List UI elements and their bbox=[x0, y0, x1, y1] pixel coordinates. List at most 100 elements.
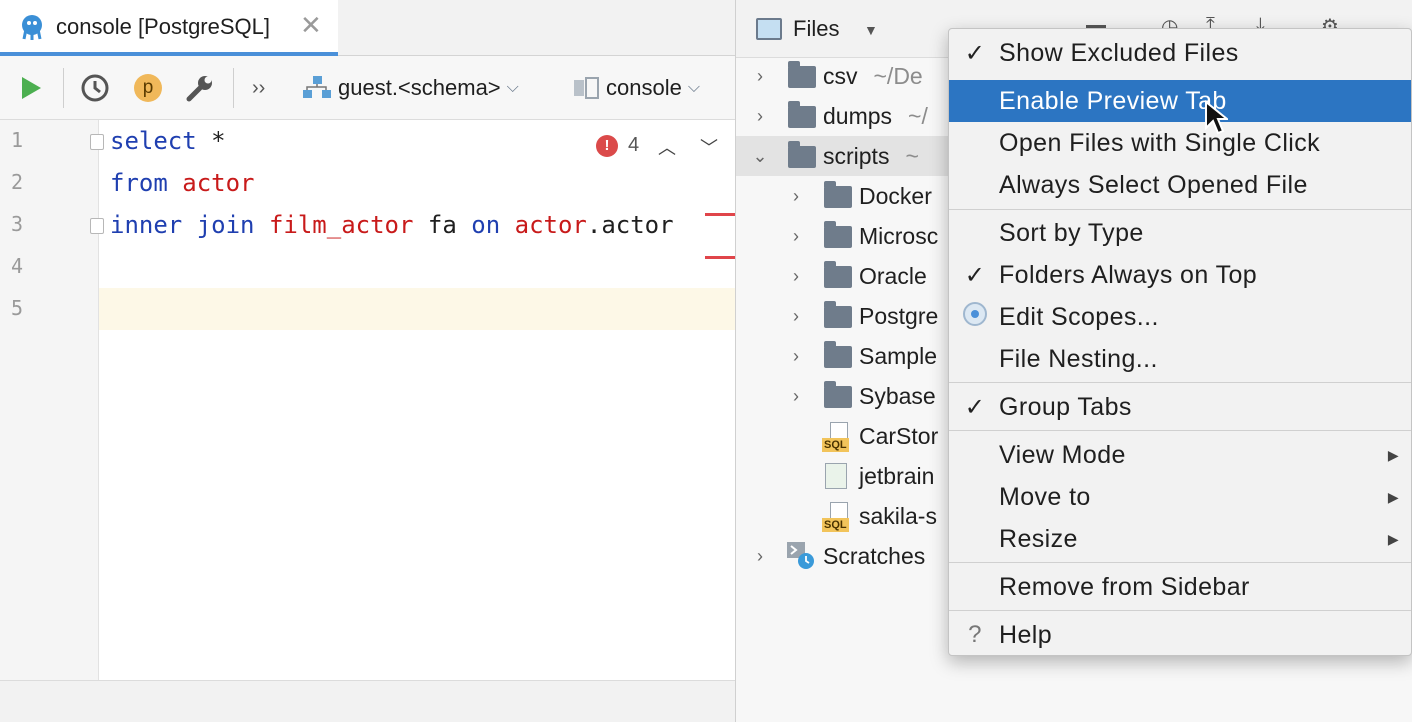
tree-item-label: csv bbox=[823, 62, 858, 89]
menu-item-label: Help bbox=[999, 620, 1053, 649]
editor-tab-strip: console [PostgreSQL] ✕ bbox=[0, 0, 735, 56]
submenu-arrow-icon: ▶ bbox=[1387, 488, 1399, 505]
tree-item-microsoft[interactable]: › Microsc bbox=[736, 216, 1412, 256]
tree-item-docker[interactable]: › Docker bbox=[736, 176, 1412, 216]
menu-separator bbox=[949, 382, 1411, 383]
folder-icon bbox=[824, 341, 852, 368]
schema-label: guest.<schema> bbox=[338, 75, 501, 100]
menu-item-label: Show Excluded Files bbox=[999, 38, 1239, 67]
menu-item-show-excluded-files[interactable]: ✓ Show Excluded Files bbox=[949, 32, 1411, 74]
folder-icon bbox=[824, 181, 852, 208]
scopes-radio-icon bbox=[961, 301, 989, 333]
chevron-down-icon[interactable]: ⌄ bbox=[752, 145, 768, 166]
tree-item-label: jetbrain bbox=[859, 462, 935, 489]
chevron-right-icon[interactable]: › bbox=[793, 225, 799, 246]
code-line-2: from actor bbox=[110, 169, 255, 197]
menu-item-remove-from-sidebar[interactable]: Remove from Sidebar bbox=[949, 566, 1411, 608]
tree-item-label: Sybase bbox=[859, 382, 936, 409]
error-icon: ! bbox=[596, 134, 618, 157]
checkmark-icon: ✓ bbox=[964, 261, 986, 289]
chevron-right-icon[interactable]: › bbox=[793, 305, 799, 326]
submenu-arrow-icon: ▶ bbox=[1387, 446, 1399, 463]
files-title[interactable]: Files bbox=[793, 16, 840, 41]
mouse-pointer-icon bbox=[1205, 100, 1228, 135]
tree-item-label: Scratches bbox=[823, 542, 926, 569]
tree-item-jetbrains[interactable]: jetbrain bbox=[736, 456, 1412, 496]
menu-item-edit-scopes[interactable]: Edit Scopes... bbox=[949, 296, 1411, 338]
menu-item-label: Resize bbox=[999, 524, 1078, 553]
collapse-all-icon[interactable]: ⤒ bbox=[1206, 14, 1215, 36]
tree-item-sybase[interactable]: › Sybase bbox=[736, 376, 1412, 416]
tree-item-scratches[interactable]: › Scratches bbox=[736, 536, 1412, 576]
menu-item-help[interactable]: ? Help bbox=[949, 614, 1411, 656]
sql-file-icon: SQL bbox=[822, 422, 852, 452]
error-underline bbox=[705, 256, 735, 259]
tree-item-label: Docker bbox=[859, 182, 932, 209]
chevron-right-icon[interactable]: › bbox=[793, 185, 799, 206]
wrench-icon[interactable] bbox=[185, 68, 217, 108]
tab-console-postgresql[interactable]: console [PostgreSQL] ✕ bbox=[0, 0, 338, 56]
chevron-right-icon[interactable]: › bbox=[793, 385, 799, 406]
inspection-widget[interactable]: ! 4 bbox=[596, 134, 639, 157]
chevron-down-icon[interactable]: ▼ bbox=[864, 22, 878, 38]
console-selector[interactable]: console ⌵ bbox=[572, 68, 732, 108]
tree-item-label: sakila-s bbox=[859, 502, 937, 529]
toolbar-divider bbox=[63, 68, 64, 108]
code-area[interactable]: select * from actor inner join film_acto… bbox=[110, 120, 735, 680]
more-actions-icon[interactable]: ›› bbox=[252, 76, 266, 99]
menu-item-sort-by-type[interactable]: Sort by Type bbox=[949, 212, 1411, 254]
menu-separator bbox=[949, 209, 1411, 210]
menu-item-file-nesting[interactable]: File Nesting... bbox=[949, 338, 1411, 380]
expand-all-icon[interactable]: ⤓ bbox=[1256, 14, 1265, 36]
tree-item-sample[interactable]: › Sample bbox=[736, 336, 1412, 376]
tree-item-oracle[interactable]: › Oracle bbox=[736, 256, 1412, 296]
chevron-down-icon: ⌵ bbox=[506, 79, 519, 96]
menu-separator bbox=[949, 430, 1411, 431]
run-icon[interactable] bbox=[18, 68, 48, 108]
console-icon bbox=[574, 77, 599, 99]
menu-item-resize[interactable]: Resize ▶ bbox=[949, 518, 1411, 560]
tab-title: console [PostgreSQL] bbox=[56, 14, 271, 39]
scratches-icon bbox=[787, 542, 814, 569]
menu-item-open-files-single-click[interactable]: Open Files with Single Click bbox=[949, 122, 1411, 164]
folder-icon bbox=[824, 221, 852, 248]
fold-marker-icon[interactable] bbox=[90, 134, 104, 150]
folder-icon bbox=[788, 141, 816, 168]
transaction-mode-badge[interactable]: p bbox=[134, 68, 164, 108]
menu-item-always-select-opened-file[interactable]: Always Select Opened File bbox=[949, 164, 1411, 206]
menu-item-label: Enable Preview Tab bbox=[999, 86, 1227, 115]
tree-item-label: Postgre bbox=[859, 302, 939, 329]
submenu-arrow-icon: ▶ bbox=[1387, 530, 1399, 547]
schema-selector[interactable]: guest.<schema> ⌵ bbox=[302, 68, 542, 108]
menu-item-enable-preview-tab[interactable]: Enable Preview Tab bbox=[949, 80, 1411, 122]
menu-item-group-tabs[interactable]: ✓ Group Tabs bbox=[949, 386, 1411, 428]
menu-item-move-to[interactable]: Move to ▶ bbox=[949, 476, 1411, 518]
tree-item-csv[interactable]: › csv ~/De bbox=[736, 56, 1412, 96]
schema-icon bbox=[303, 76, 331, 98]
sql-editor: console [PostgreSQL] ✕ p ›› guest.<schem… bbox=[0, 0, 735, 722]
tree-item-carstore[interactable]: SQL CarStor bbox=[736, 416, 1412, 456]
menu-item-folders-always-on-top[interactable]: ✓ Folders Always on Top bbox=[949, 254, 1411, 296]
menu-item-view-mode[interactable]: View Mode ▶ bbox=[949, 434, 1411, 476]
tree-item-postgres[interactable]: › Postgre bbox=[736, 296, 1412, 336]
previous-error-icon[interactable]: ︿ bbox=[658, 138, 676, 158]
next-error-icon[interactable]: ﹀ bbox=[700, 138, 718, 158]
chevron-right-icon[interactable]: › bbox=[757, 105, 763, 126]
close-tab-icon[interactable]: ✕ bbox=[300, 10, 322, 40]
error-count: 4 bbox=[628, 134, 640, 156]
chevron-right-icon[interactable]: › bbox=[793, 265, 799, 286]
menu-item-label: Sort by Type bbox=[999, 218, 1144, 247]
tree-item-path: ~/De bbox=[873, 62, 923, 89]
history-icon[interactable] bbox=[80, 68, 112, 108]
files-view-icon bbox=[756, 18, 782, 40]
tree-item-dumps[interactable]: › dumps~/ bbox=[736, 96, 1412, 136]
chevron-right-icon[interactable]: › bbox=[793, 345, 799, 366]
tree-item-sakila[interactable]: SQL sakila-s bbox=[736, 496, 1412, 536]
fold-marker-icon[interactable] bbox=[90, 218, 104, 234]
sql-file-icon: SQL bbox=[822, 502, 852, 532]
chevron-right-icon[interactable]: › bbox=[757, 65, 763, 86]
chevron-right-icon[interactable]: › bbox=[757, 545, 763, 566]
tree-item-label: Oracle bbox=[859, 262, 927, 289]
menu-item-label: Edit Scopes... bbox=[999, 302, 1159, 331]
files-options-menu: ✓ Show Excluded Files Enable Preview Tab… bbox=[948, 28, 1412, 656]
